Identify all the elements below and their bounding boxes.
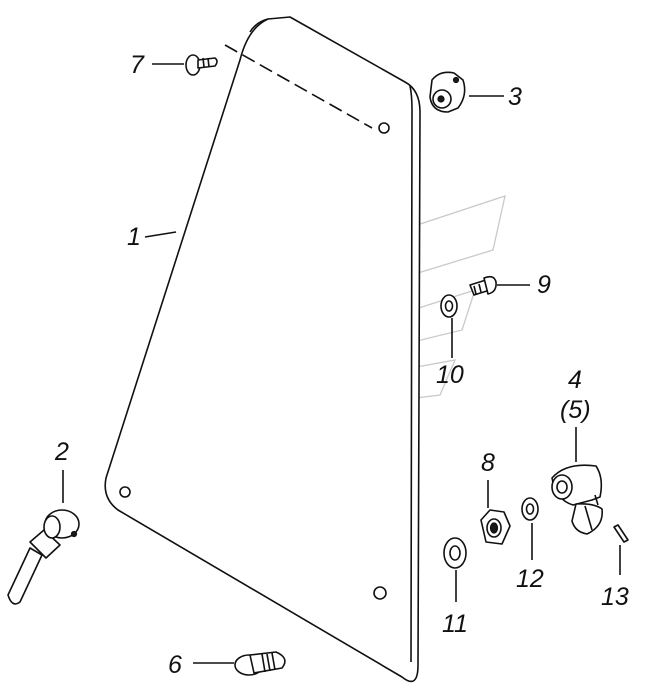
callout-13: 13	[601, 583, 629, 611]
leader-line-7-dashed	[224, 44, 373, 129]
callout-8: 8	[481, 449, 495, 477]
bolt-part-9	[469, 275, 497, 296]
callout-3: 3	[508, 83, 522, 111]
callout-7: 7	[130, 51, 145, 79]
callout-6: 6	[168, 651, 182, 679]
washer-part-11	[443, 537, 467, 569]
callout-11: 11	[442, 610, 468, 638]
hex-nut-part-8	[480, 509, 511, 545]
block-nut-part-3	[429, 71, 466, 113]
callout-10: 10	[436, 361, 464, 389]
screw-part-7	[185, 54, 218, 76]
small-pin-part-13	[613, 524, 629, 543]
callout-9: 9	[537, 271, 551, 299]
leader-lines	[62, 63, 621, 664]
handle-part-4	[551, 464, 604, 535]
pin-part-2	[7, 509, 80, 605]
pin-part-6	[234, 651, 286, 676]
washer-part-12	[521, 497, 539, 521]
callout-1: 1	[127, 223, 141, 251]
glass-panel-part	[104, 16, 421, 683]
callout-5: (5)	[560, 396, 591, 424]
callout-12: 12	[516, 565, 544, 593]
callout-4: 4	[568, 366, 582, 394]
washer-part-10	[440, 294, 458, 318]
callout-2: 2	[54, 438, 69, 466]
